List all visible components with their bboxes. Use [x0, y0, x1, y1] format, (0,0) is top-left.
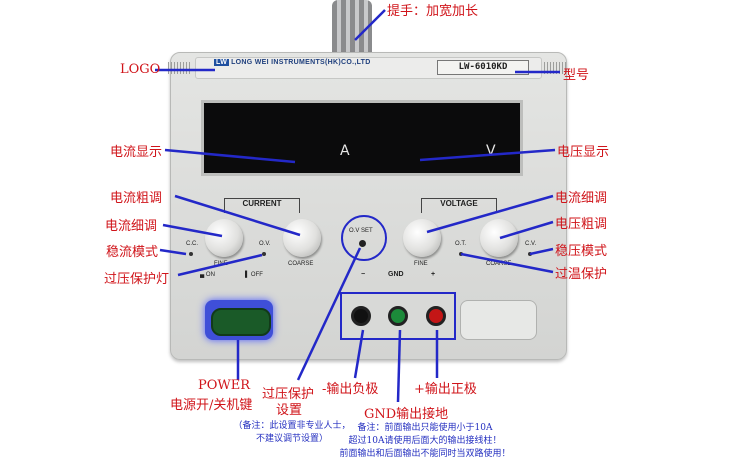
current-unit: A [340, 143, 350, 159]
leader-ot [460, 252, 554, 274]
power-button[interactable] [211, 308, 271, 336]
gnd-terminal[interactable] [388, 306, 408, 326]
brand-company: INSTRUMENTS(HK)CO.,LTD [271, 59, 371, 66]
ov-set-highlight [341, 215, 387, 261]
current-section-label: CURRENT [224, 198, 300, 213]
model-plate: LW-6010KD [437, 60, 529, 75]
cv-label: C.V. [525, 241, 537, 247]
voltage-unit: V [486, 143, 496, 159]
output-note-line-2: 超过10A请使用后面大的输出接线柱！ [348, 436, 502, 446]
label-voltage-display: 电压显示 [557, 145, 610, 160]
negative-terminal[interactable] [351, 306, 371, 326]
power-off-label: ▌ OFF [245, 272, 263, 278]
label-power-key: POWER [198, 378, 251, 393]
current-coarse-knob[interactable] [283, 219, 321, 257]
label-power-key-cn: 电源开/关机键 [170, 398, 253, 413]
leader-cc [159, 248, 187, 256]
label-logo: LOGO [120, 62, 161, 77]
ov-note-line-2: 不建议调节设置） [255, 434, 328, 444]
minus-label: − [361, 271, 366, 278]
label-cc-mode: 稳流模式 [106, 245, 159, 260]
leader-ov-led [177, 253, 263, 277]
ot-label: O.T. [455, 241, 467, 247]
label-ot: 过温保护 [555, 267, 608, 282]
output-note-line-3: 前面输出和后面输出不能同时当双路使用！ [339, 449, 511, 459]
ov-led [262, 252, 266, 256]
leader-neg [353, 329, 365, 379]
voltage-coarse-label: COARSE [486, 261, 512, 267]
current-coarse-label: COARSE [288, 261, 314, 267]
ov-note-line-1: （备注：此设置非专业人士， [233, 421, 351, 431]
display-window: A V [201, 100, 523, 176]
ov-set-trimmer[interactable] [359, 240, 366, 247]
output-note: 备注：前面输出只能使用小于10A 超过10A请使用后面大的输出接线柱！ 前面输出… [335, 420, 515, 459]
label-ov-led: 过压保护灯 [104, 272, 170, 287]
blank-cover-plate [460, 300, 537, 340]
label-ov-set-2: 设置 [276, 403, 303, 418]
leader-voltage-coarse [499, 220, 554, 240]
cc-label: C.C. [186, 241, 198, 247]
leader-cv [529, 247, 554, 256]
voltage-fine-label: FINE [414, 261, 428, 267]
ov-set-note: （备注：此设置非专业人士， 不建议调节设置） [232, 418, 352, 444]
leader-current-coarse [174, 194, 301, 237]
voltage-coarse-knob[interactable] [480, 219, 518, 257]
leader-ov-set [296, 247, 362, 381]
label-current-coarse: 电流粗调 [110, 191, 163, 206]
label-positive: +输出正极 [414, 382, 477, 397]
label-voltage-coarse: 电压粗调 [555, 217, 608, 232]
current-fine-knob[interactable] [205, 219, 243, 257]
label-ov-set-1: 过压保护 [262, 387, 315, 402]
power-on-label: ▄ ON [200, 272, 215, 278]
label-cv-mode: 稳压模式 [555, 244, 608, 259]
label-negative: -输出负极 [322, 382, 379, 397]
leader-voltage-display [419, 148, 556, 162]
output-note-line-1: 备注：前面输出只能使用小于10A [357, 423, 493, 433]
leader-voltage-fine [426, 194, 554, 234]
cc-led [189, 252, 193, 256]
voltage-section-label: VOLTAGE [421, 198, 497, 213]
label-current-fine: 电流细调 [105, 219, 158, 234]
label-current-display: 电流显示 [110, 145, 163, 160]
leader-handle [354, 9, 386, 41]
positive-terminal[interactable] [426, 306, 446, 326]
leader-gnd [396, 329, 402, 403]
label-model: 型号 [563, 68, 590, 83]
output-terminal-block [340, 292, 456, 340]
leader-current-fine [162, 223, 223, 238]
gnd-label: GND [388, 271, 404, 278]
plus-label: + [431, 271, 436, 278]
ov-label: O.V. [259, 241, 271, 247]
label-handle: 提手：加宽加长 [387, 4, 479, 19]
brand-badge: LW [214, 59, 230, 66]
label-voltage-fine: 电流细调 [555, 191, 608, 206]
leader-current-display [164, 148, 296, 164]
ov-set-label: O.V SET [349, 228, 373, 234]
power-button-highlight [205, 300, 273, 340]
voltage-fine-knob[interactable] [403, 219, 441, 257]
label-gnd: GND输出接地 [364, 407, 449, 422]
brand-name: LONG WEI [231, 59, 269, 66]
